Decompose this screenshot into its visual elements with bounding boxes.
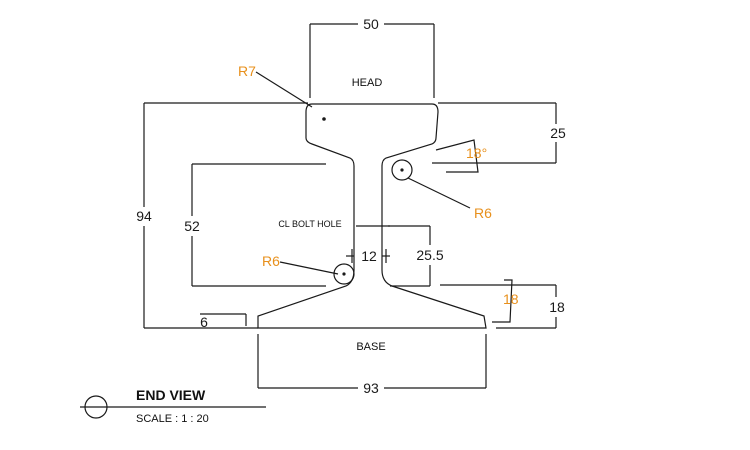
overall-height-value: 94 xyxy=(136,208,152,224)
base-label: BASE xyxy=(356,341,385,353)
bolt-hole-height-value: 25.5 xyxy=(416,247,443,263)
web-height-value: 52 xyxy=(184,218,200,234)
base-angle-marker xyxy=(492,279,513,323)
lower-fillet-radius: R6 xyxy=(262,253,280,269)
head-angle-value: 18° xyxy=(466,145,487,161)
head-dot xyxy=(322,117,326,121)
web-thickness-value: 12 xyxy=(361,248,377,264)
rail-profile-outline xyxy=(257,103,487,329)
head-corner-radius: R7 xyxy=(238,63,256,79)
head-width-value: 50 xyxy=(363,16,379,32)
r7-leader xyxy=(255,71,313,108)
upper-fillet-radius: R6 xyxy=(474,205,492,221)
base-edge-value: 6 xyxy=(200,314,208,330)
view-title: END VIEW xyxy=(136,387,206,403)
base-depth-value: 18 xyxy=(549,299,565,315)
upper-fillet-circle xyxy=(391,159,413,181)
lower-fillet-leader xyxy=(279,261,339,275)
base-angle-value: 18 xyxy=(503,291,519,307)
view-scale: SCALE : 1 : 20 xyxy=(136,413,209,425)
lower-fillet-circle xyxy=(333,263,355,285)
head-label: HEAD xyxy=(352,77,383,89)
upper-fillet-leader xyxy=(407,177,471,209)
upper-fillet-center xyxy=(400,168,404,172)
lower-fillet-center xyxy=(342,272,346,276)
base-width-value: 93 xyxy=(363,380,379,396)
head-angle-marker xyxy=(435,139,479,173)
head-depth-value: 25 xyxy=(550,125,566,141)
bolt-hole-label: CL BOLT HOLE xyxy=(278,219,341,229)
